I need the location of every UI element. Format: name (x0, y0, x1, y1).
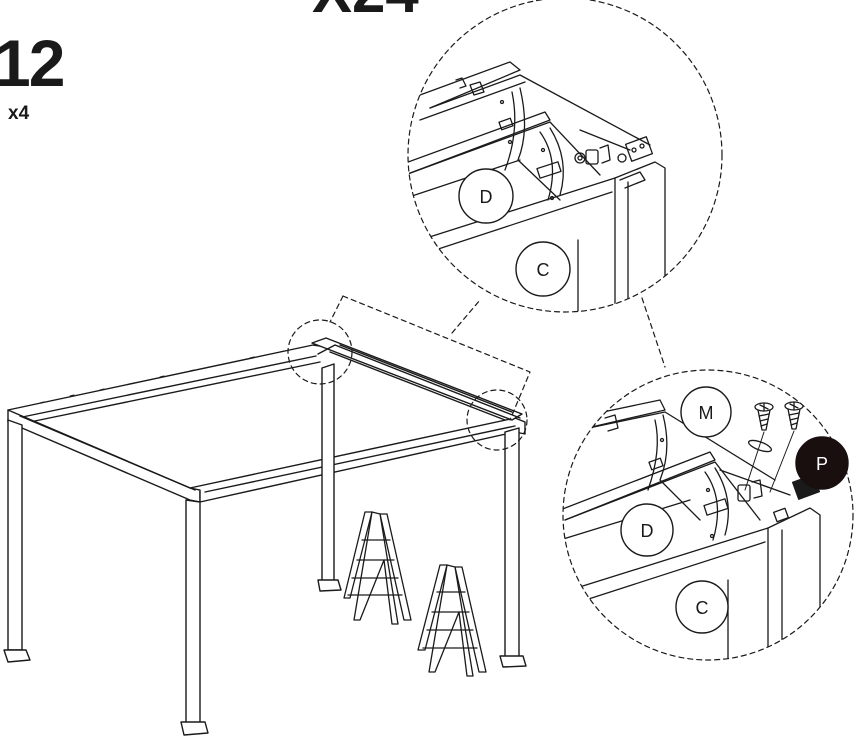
callout-markers (287, 0, 854, 661)
label-bottom-d: D (620, 503, 674, 557)
svg-text:P: P (816, 454, 828, 474)
ladder-right (417, 564, 487, 677)
svg-text:C: C (696, 598, 709, 618)
label-bottom-c: C (675, 580, 729, 634)
callout-circle-left (287, 319, 353, 385)
callout-circle-right (466, 389, 528, 451)
ladder-left (343, 511, 412, 625)
step-number: 12 (0, 26, 65, 100)
pergola-frame (3, 337, 527, 736)
label-top-d: D (458, 168, 514, 224)
label-bottom-p: P (795, 436, 849, 490)
step-quantity: x4 (8, 103, 30, 124)
label-bottom-m: M (680, 386, 732, 438)
svg-text:D: D (480, 187, 493, 207)
label-top-c: C (515, 241, 571, 297)
svg-text:C: C (537, 260, 550, 280)
detail-circle-bottom (562, 369, 854, 661)
svg-text:D: D (641, 521, 654, 541)
top-count-text: X24 (312, 0, 419, 22)
detail-circle-top (407, 0, 723, 313)
detail-bottom-drawing (563, 399, 821, 660)
svg-text:M: M (699, 403, 714, 423)
